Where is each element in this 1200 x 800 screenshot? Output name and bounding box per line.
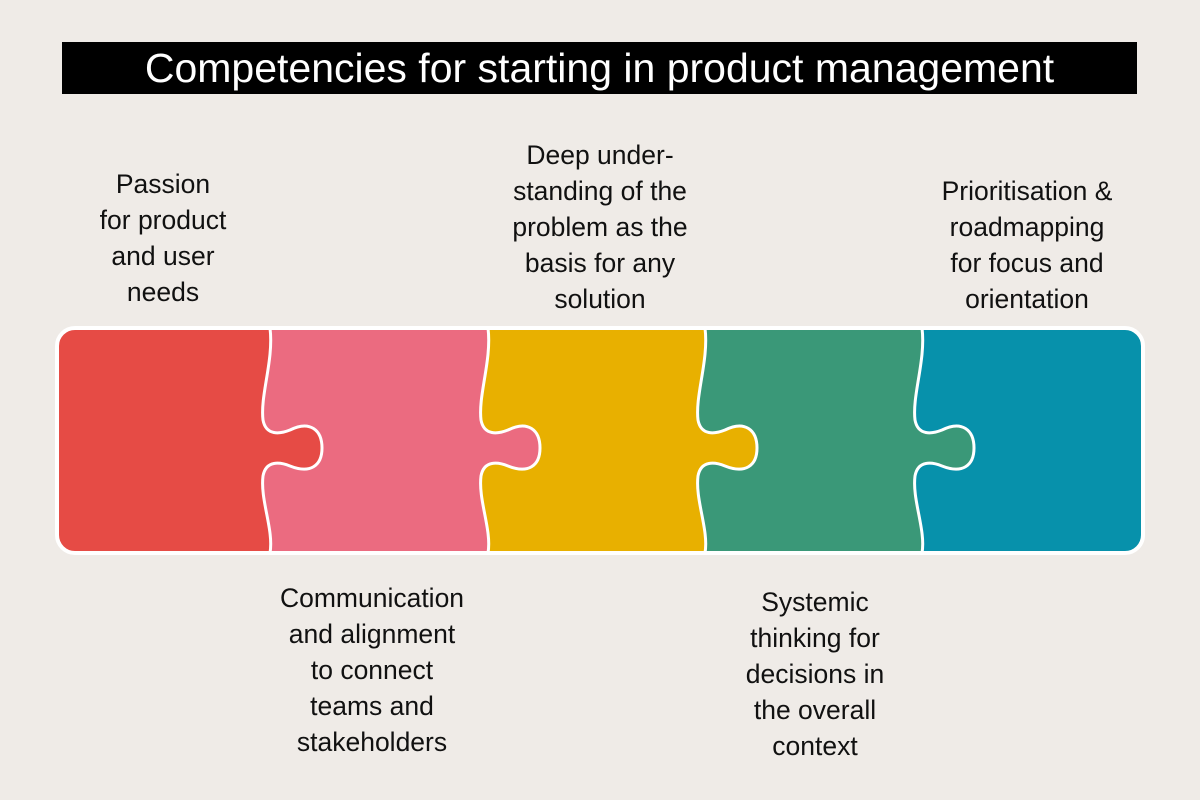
- diagram-title: Competencies for starting in product man…: [62, 42, 1137, 94]
- competency-label-passion: Passion for product and user needs: [99, 169, 227, 307]
- puzzle-piece-passion: [57, 328, 322, 553]
- puzzle-seam: [696, 327, 759, 554]
- puzzle-seam: [479, 327, 542, 554]
- puzzle-seam: [261, 327, 324, 554]
- puzzle-border: [55, 326, 1145, 555]
- competency-label-communication: Communication and alignment to connect t…: [279, 583, 465, 757]
- puzzle-seam: [913, 327, 976, 554]
- competency-label-deep-understanding: Deep under- standing of the problem as t…: [512, 140, 688, 314]
- competency-label-systemic-thinking: Systemic thinking for decisions in the o…: [745, 587, 885, 761]
- competency-label-prioritisation: Prioritisation & roadmapping for focus a…: [941, 176, 1113, 314]
